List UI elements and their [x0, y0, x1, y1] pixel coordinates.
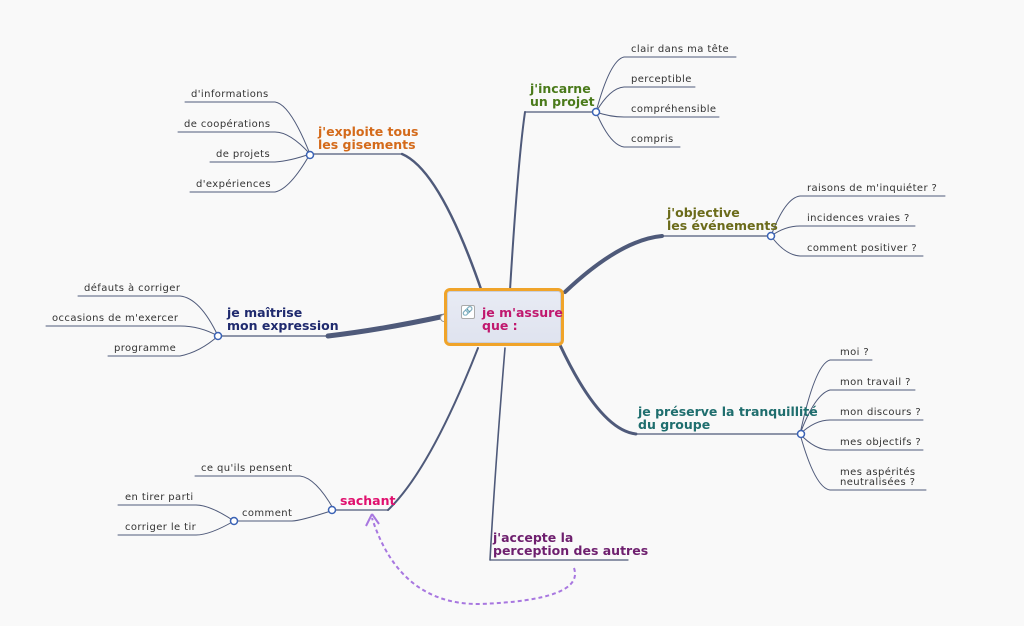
- leaf-comment-1[interactable]: en tirer parti: [125, 492, 194, 503]
- branch-link-sachant: [387, 347, 479, 511]
- junction-incarne: [591, 107, 601, 117]
- branch-link-objective: [563, 234, 664, 294]
- branch-link-incarne: [509, 111, 526, 291]
- branch-link-exploite: [400, 152, 484, 294]
- leaf-exploite-1[interactable]: d'informations: [191, 89, 269, 100]
- leaf-maitrise-2[interactable]: occasions de m'exercer: [52, 313, 179, 324]
- branch-accepte[interactable]: j'accepte la perception des autres: [493, 530, 649, 558]
- central-node-label: je m'assure que :: [482, 305, 563, 333]
- leaf-preserve-5[interactable]: mes aspérités neutralisées ?: [840, 467, 916, 488]
- junction-exploite: [305, 150, 315, 160]
- central-node[interactable]: 🔗 je m'assure que :: [444, 288, 564, 346]
- leaf-objective-2[interactable]: incidences vraies ?: [807, 213, 910, 224]
- junction-preserve: [796, 429, 806, 439]
- junction-maitrise: [213, 331, 223, 341]
- leaf-preserve-4[interactable]: mes objectifs ?: [840, 437, 922, 448]
- leaf-preserve-3[interactable]: mon discours ?: [840, 407, 922, 418]
- leaf-exploite-3[interactable]: de projets: [216, 149, 271, 160]
- leaf-incarne-3[interactable]: compréhensible: [631, 104, 717, 115]
- leaf-preserve-1[interactable]: moi ?: [840, 347, 870, 358]
- branch-link-preserve: [558, 343, 638, 436]
- junction-comment: [229, 516, 239, 526]
- branch-link-maitrise: [325, 313, 448, 339]
- leaf-maitrise-3[interactable]: programme: [114, 343, 177, 354]
- branch-objective[interactable]: j'objective les événements: [667, 205, 778, 233]
- branch-exploite[interactable]: j'exploite tous les gisements: [318, 124, 419, 152]
- leaf-incarne-4[interactable]: compris: [631, 134, 674, 145]
- branch-maitrise[interactable]: je maîtrise mon expression: [227, 305, 339, 333]
- leaf-incarne-1[interactable]: clair dans ma tête: [631, 44, 730, 55]
- leaf-sachant-comment[interactable]: comment: [242, 508, 293, 519]
- branch-preserve[interactable]: je préserve la tranquillité du groupe: [638, 404, 818, 432]
- leaf-objective-1[interactable]: raisons de m'inquiéter ?: [807, 183, 938, 194]
- branch-link-accepte: [489, 347, 506, 561]
- branch-incarne[interactable]: j'incarne un projet: [530, 81, 595, 109]
- leaf-incarne-2[interactable]: perceptible: [631, 74, 692, 85]
- leaf-exploite-2[interactable]: de coopérations: [184, 119, 271, 130]
- junction-objective: [766, 231, 776, 241]
- link-icon[interactable]: 🔗: [461, 305, 475, 319]
- leaf-maitrise-1[interactable]: défauts à corriger: [84, 283, 181, 294]
- leaf-exploite-4[interactable]: d'expériences: [196, 179, 271, 190]
- branch-sachant[interactable]: sachant: [340, 493, 396, 508]
- leaf-comment-2[interactable]: corriger le tir: [125, 522, 197, 533]
- leaf-preserve-2[interactable]: mon travail ?: [840, 377, 911, 388]
- leaf-sachant-1[interactable]: ce qu'ils pensent: [201, 463, 293, 474]
- relation-arrow: [371, 517, 577, 606]
- leaf-objective-3[interactable]: comment positiver ?: [807, 243, 918, 254]
- relation-arrowhead: [365, 513, 380, 527]
- junction-sachant: [327, 505, 337, 515]
